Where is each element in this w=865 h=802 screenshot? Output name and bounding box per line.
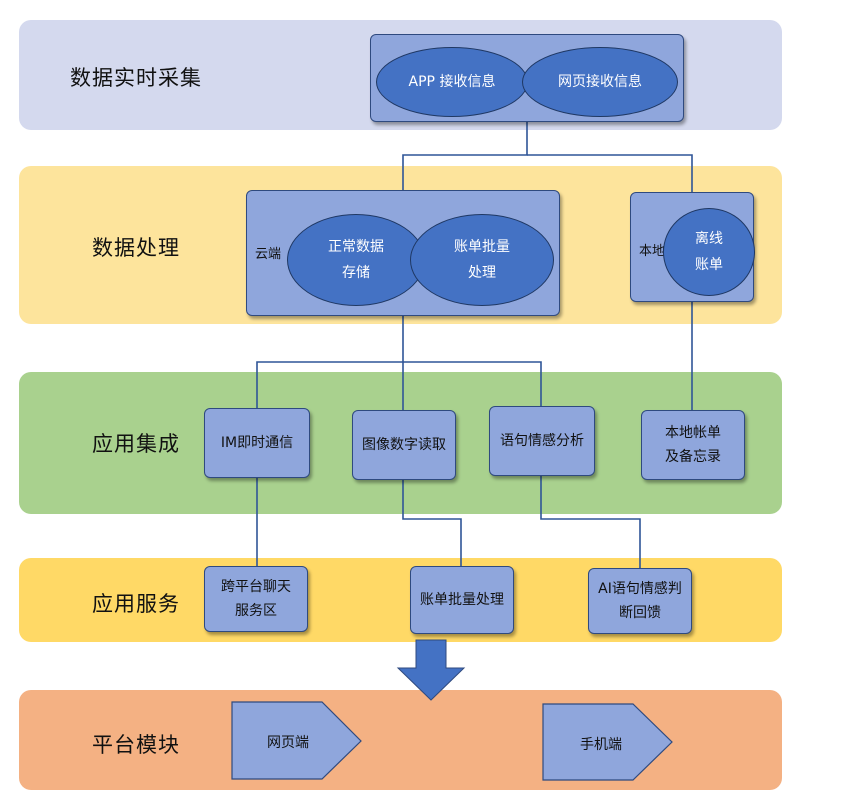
offline-bill-ellipse: 离线 账单 (663, 208, 755, 296)
ai-feedback-box: AI语句情感判 断回馈 (588, 568, 692, 634)
web-receive-label: 网页接收信息 (558, 74, 642, 90)
layer-label-processing: 数据处理 (92, 236, 180, 260)
local-memo-box: 本地帐单 及备忘录 (641, 410, 745, 480)
web-platform-label: 网页端 (267, 735, 309, 751)
layer-label-collection: 数据实时采集 (70, 66, 202, 90)
im-box: IM即时通信 (204, 408, 310, 478)
layer-label-service: 应用服务 (92, 592, 180, 616)
sentiment-label: 语句情感分析 (500, 433, 584, 449)
image-read-label: 图像数字读取 (362, 437, 446, 453)
web-receive-ellipse: 网页接收信息 (522, 47, 678, 117)
sentiment-box: 语句情感分析 (489, 406, 595, 476)
local-memo-label: 本地帐单 及备忘录 (665, 425, 721, 465)
local-label: 本地 (639, 244, 666, 259)
mobile-platform-shape (542, 703, 673, 781)
chat-service-label: 跨平台聊天 服务区 (221, 579, 291, 619)
app-receive-ellipse: APP 接收信息 (376, 47, 528, 117)
layer-label-integration: 应用集成 (92, 432, 180, 456)
normal-storage-ellipse: 正常数据 存储 (287, 214, 425, 306)
connector-sentiment-ai (540, 476, 641, 568)
mobile-platform-label: 手机端 (580, 737, 622, 753)
down-arrow-icon (396, 639, 466, 701)
connector-cloud-im (256, 316, 404, 408)
chat-service-box: 跨平台聊天 服务区 (204, 566, 308, 632)
layer-label-platform: 平台模块 (92, 733, 180, 757)
normal-storage-label: 正常数据 存储 (328, 239, 384, 281)
batch-service-box: 账单批量处理 (410, 566, 514, 634)
im-label: IM即时通信 (220, 435, 294, 451)
connector-cloud-sentiment (403, 361, 542, 406)
connector-collection-local (527, 154, 693, 192)
cloud-label: 云端 (255, 247, 282, 262)
connector-image-batch (402, 480, 462, 566)
app-receive-label: APP 接收信息 (408, 74, 496, 90)
image-read-box: 图像数字读取 (352, 410, 456, 480)
web-platform-shape (231, 701, 362, 780)
batch-billing-label: 账单批量 处理 (454, 239, 510, 281)
ai-feedback-label: AI语句情感判 断回馈 (598, 581, 682, 621)
batch-billing-ellipse: 账单批量 处理 (410, 214, 554, 306)
connector-collection-cloud (402, 122, 528, 190)
batch-service-label: 账单批量处理 (420, 592, 504, 608)
offline-bill-label: 离线 账单 (695, 231, 723, 273)
